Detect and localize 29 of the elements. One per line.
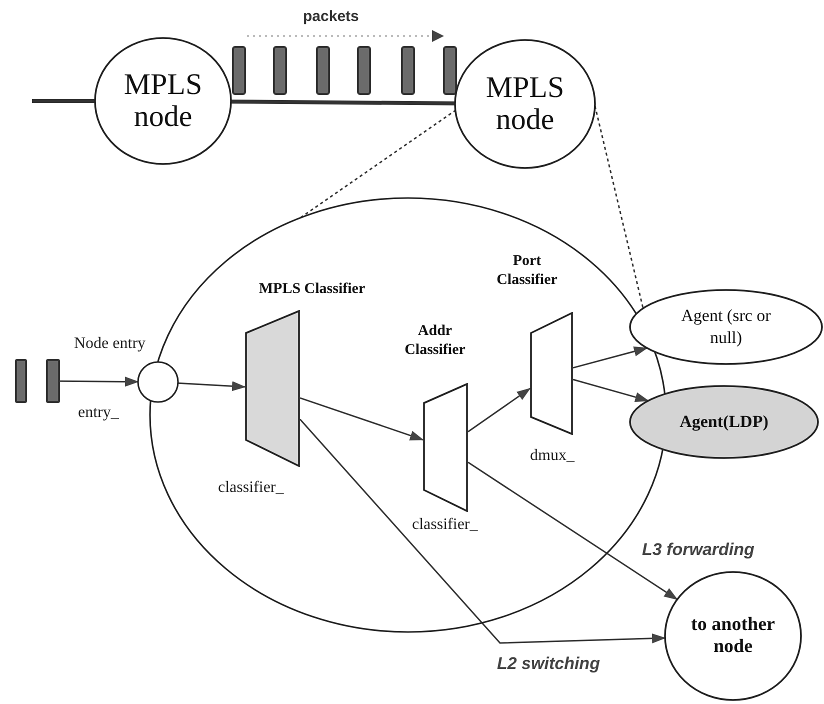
classifier-heading: MPLS Classifier: [258, 280, 366, 299]
packet-bar: [15, 359, 27, 403]
node-caption: classifier_: [218, 478, 284, 498]
entry-label: Node entry: [74, 334, 146, 354]
link-line: [32, 99, 95, 103]
arrow: [468, 462, 678, 600]
classifier-heading: Port Classifier: [496, 252, 558, 290]
arrow: [60, 376, 139, 387]
link-line: [230, 100, 456, 106]
arrow: [572, 378, 650, 402]
node-label: MPLS node: [484, 72, 566, 136]
node-label: MPLS node: [122, 69, 204, 133]
arrow: [178, 381, 246, 392]
node-label: Agent(LDP): [680, 411, 768, 433]
node-label: to another node: [690, 614, 776, 658]
arrow: [300, 397, 424, 441]
packet-bar: [46, 359, 60, 403]
arrow: [572, 346, 648, 369]
node-caption: entry_: [78, 403, 119, 423]
leader-line: [300, 109, 456, 219]
node-caption: dmux_: [530, 446, 574, 466]
classifier-heading: Addr Classifier: [404, 322, 466, 360]
arrow: [299, 418, 666, 644]
arrow: [468, 388, 531, 432]
edge-label: L2 switching: [495, 654, 602, 674]
node-caption: classifier_: [412, 515, 478, 535]
node-label: Agent (src or null): [680, 305, 772, 349]
packets-label: packets: [303, 8, 359, 26]
edge-label: L3 forwarding: [640, 540, 756, 560]
